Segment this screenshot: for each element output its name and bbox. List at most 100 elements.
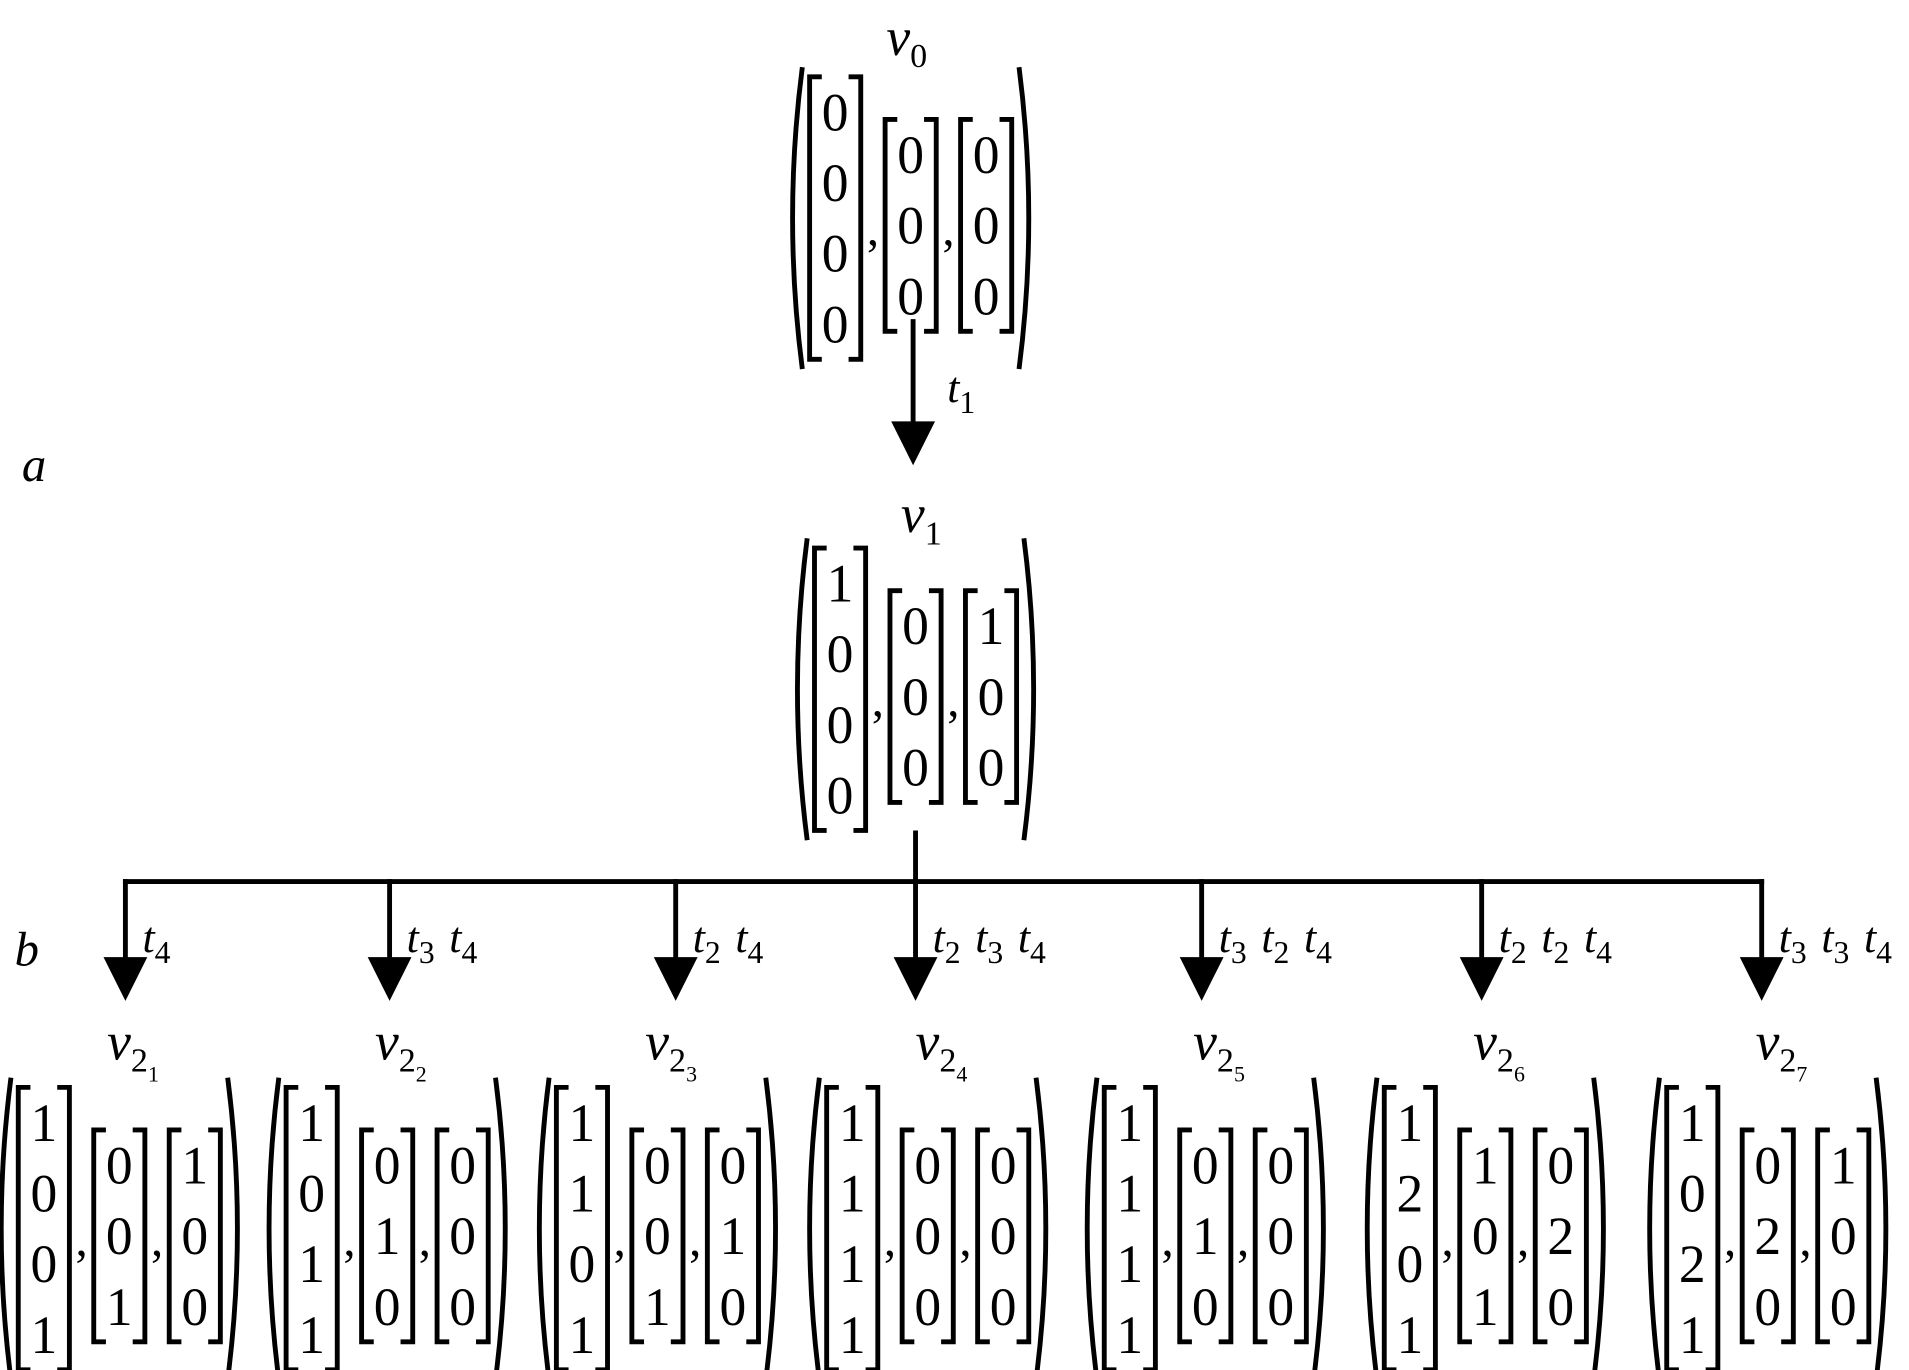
vector-entry: 0 [298, 1164, 325, 1224]
right-parenthesis [1311, 1077, 1326, 1370]
vector-entry: 0 [1267, 1136, 1294, 1196]
vector-entry: 0 [720, 1136, 747, 1196]
vector-entry: 1 [978, 596, 1005, 656]
transition-arrow-child-6 [1459, 879, 1504, 1001]
vector-entry: 0 [990, 1136, 1017, 1196]
right-bracket [848, 74, 864, 362]
left-bracket [553, 1084, 569, 1370]
transition-subscript: 3 [1791, 935, 1807, 970]
vector-entry: 0 [1267, 1277, 1294, 1337]
transition-arrow-child-1 [103, 879, 148, 1001]
right-bracket [746, 1127, 761, 1345]
column-vector: 020 [1739, 1127, 1796, 1345]
left-bracket [963, 588, 978, 805]
left-bracket [887, 588, 903, 805]
comma: , [151, 1212, 163, 1266]
comma: , [1441, 1212, 1453, 1266]
label-subscript: 2 [1217, 1043, 1234, 1080]
transition-subscript: 2 [705, 935, 721, 970]
left-parenthesis [0, 1077, 14, 1370]
transition-subscript: 4 [155, 935, 171, 970]
label-subscript: 2 [1779, 1043, 1796, 1080]
vector-entry: 0 [644, 1136, 671, 1196]
comma: , [1237, 1212, 1249, 1266]
column-vector: 000 [434, 1127, 491, 1345]
transition-label-t1: t1 [947, 364, 975, 420]
vector-entry: 0 [897, 266, 924, 326]
column-vector: 020 [1532, 1127, 1589, 1345]
transition-name: t [1219, 914, 1233, 962]
transition-subscript: 4 [1030, 935, 1046, 970]
right-parenthesis [1021, 537, 1037, 841]
vector-entry: 0 [1547, 1136, 1574, 1196]
label-base: v [375, 1011, 399, 1071]
vector-entry: 0 [106, 1136, 133, 1196]
label-subscript: 2 [1497, 1043, 1514, 1080]
column-vector: 0 0 0 [1252, 1127, 1309, 1345]
vector-entry: 1 [106, 1277, 133, 1337]
comma: , [1724, 1212, 1736, 1266]
transition-name: t [1304, 914, 1318, 962]
vector-entry: 0 [902, 737, 929, 797]
transition-arrow-t1 [891, 319, 936, 466]
column-vector: 010 [1177, 1127, 1234, 1345]
column-vector: 000 [882, 117, 939, 334]
vector-entry: 1 [827, 554, 854, 614]
vector-entry: 0 [1267, 1206, 1294, 1266]
arrowhead [103, 957, 148, 1001]
left-bracket [975, 1127, 990, 1345]
left-bracket [824, 1084, 839, 1370]
comma: , [867, 202, 879, 256]
left-parenthesis [266, 1077, 282, 1370]
transition-name: t [933, 914, 947, 962]
arrowhead [1739, 957, 1784, 1001]
transition-name: t [1821, 914, 1835, 962]
vector-entry: 1 [30, 1093, 57, 1153]
vector-entry: 0 [978, 667, 1005, 727]
column-vector: 001 [629, 1127, 686, 1345]
transition-subscript: 4 [461, 935, 477, 970]
vector-entry: 1 [569, 1305, 596, 1365]
transition-name: t [947, 364, 961, 412]
comma: , [947, 673, 959, 727]
vector-entry: 0 [30, 1164, 57, 1224]
right-bracket [595, 1084, 610, 1370]
arrowhead [891, 421, 936, 466]
vector-entry: 1 [1679, 1093, 1706, 1153]
vector-entry: 1 [1116, 1164, 1143, 1224]
vector-entry: 1 [839, 1234, 866, 1294]
vector-entry: 0 [973, 125, 1000, 185]
transition-name: t [1499, 914, 1513, 962]
arrowhead [893, 957, 938, 1001]
vector-entry: 0 [1192, 1136, 1219, 1196]
right-bracket [1781, 1127, 1796, 1345]
left-parenthesis [1364, 1077, 1380, 1370]
vector-entry: 0 [827, 765, 854, 825]
transition-name: t [1779, 914, 1793, 962]
left-bracket [1532, 1127, 1548, 1345]
comma: , [343, 1212, 355, 1266]
vector-entry: 0 [449, 1206, 476, 1266]
right-bracket [1856, 1127, 1872, 1345]
vector-entry: 0 [644, 1206, 671, 1266]
vector-entry: 0 [30, 1234, 57, 1294]
transition-label-child-1: t4 [142, 914, 170, 970]
transition-subscript: 4 [1316, 935, 1332, 970]
vector-entry: 1 [720, 1206, 747, 1266]
right-bracket [1498, 1127, 1514, 1345]
transition-subscript: 4 [1596, 935, 1612, 970]
right-bracket [1294, 1127, 1309, 1345]
vector-entry: 1 [298, 1305, 325, 1365]
vector-entry: 2 [1754, 1206, 1781, 1266]
